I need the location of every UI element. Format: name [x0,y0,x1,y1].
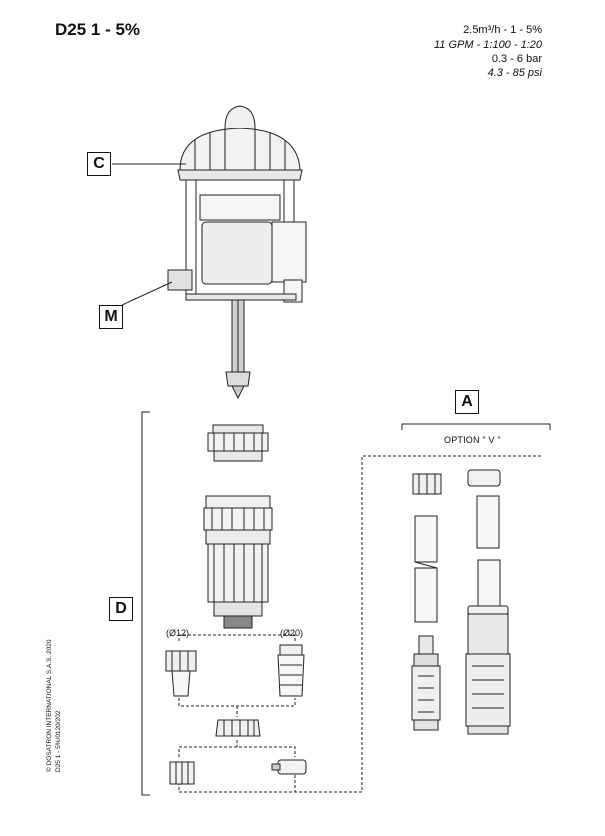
coupling-nut-illustration [207,424,269,462]
bracket-a [401,423,551,430]
callout-m: M [99,305,123,329]
option-v-kit-illustration [465,469,511,735]
injector-body-illustration [203,495,273,629]
diameter-20-label: (Ø20) [280,628,304,638]
option-v-label: OPTION " V " [444,435,501,445]
spec-flow-gpm: 11 GPM - 1:100 - 1:20 [433,39,542,51]
fitting-20-illustration [277,644,305,697]
spec-pressure-psi: 4.3 - 85 psi [487,67,542,79]
spec-flow-range: 2.5m³/h - 1 - 5% [463,24,542,36]
spec-pressure-bar: 0.3 - 6 bar [491,53,542,65]
page-title: D25 1 - 5% [55,20,141,39]
callout-c: C [87,152,111,176]
document-reference: D25 1 - 5%/0120/202 [55,710,62,772]
callout-a: A [455,390,479,414]
suction-kit-illustration [411,473,442,731]
vertical-footer: © DOSATRON INTERNATIONAL S.A.S. 2020 D25… [45,552,63,772]
diameter-12-label: (Ø12) [166,628,190,638]
small-nut-illustration [215,719,261,737]
dosing-pump-illustration [167,105,307,400]
bracket-d [141,411,150,796]
callout-d: D [109,597,133,621]
copyright-text: © DOSATRON INTERNATIONAL S.A.S. 2020 [46,639,53,772]
clamp-illustration [271,759,307,775]
fitting-12-illustration [165,650,197,697]
